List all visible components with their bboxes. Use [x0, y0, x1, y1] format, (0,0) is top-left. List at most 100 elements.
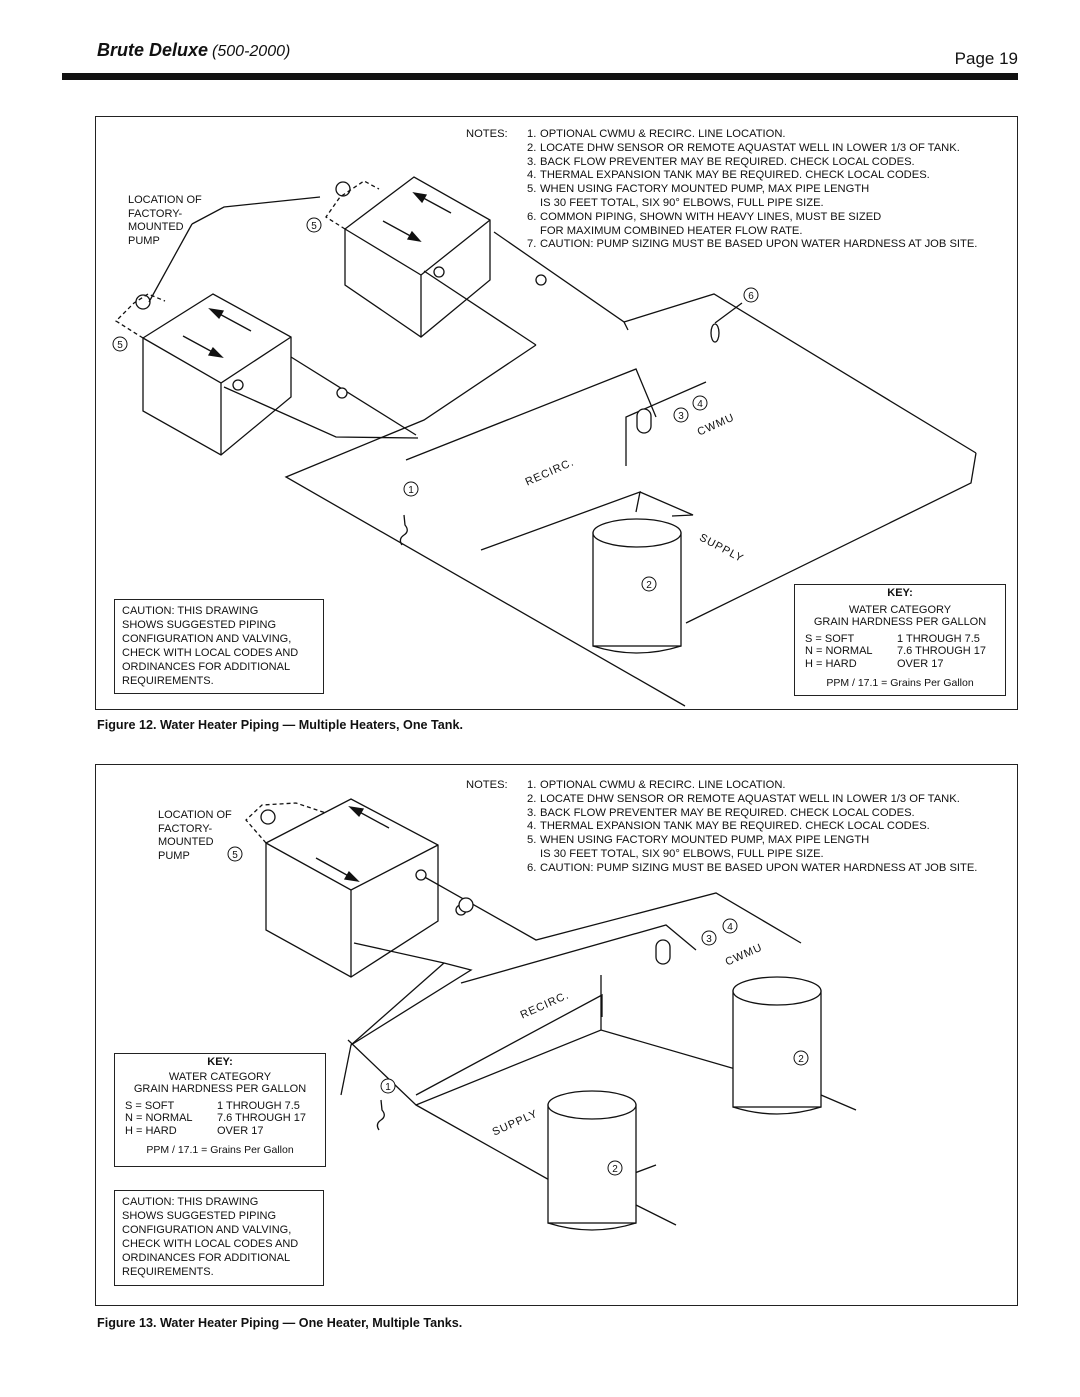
callout-2b: 2: [798, 1054, 804, 1065]
note-number: 4.: [527, 169, 537, 182]
callout-1: 1: [408, 485, 414, 496]
note-text: BACK FLOW PREVENTER MAY BE REQUIRED. CHE…: [540, 806, 915, 819]
note-number: 7.: [527, 238, 537, 251]
page-number: Page 19: [954, 49, 1018, 68]
note-lead: [466, 169, 527, 183]
note-text: WHEN USING FACTORY MOUNTED PUMP, MAX PIP…: [540, 834, 870, 847]
note-row: IS 30 FEET TOTAL, SIX 90° ELBOWS, FULL P…: [466, 197, 977, 211]
note-text: LOCATE DHW SENSOR OR REMOTE AQUASTAT WEL…: [540, 141, 960, 154]
caution-line: ORDINANCES FOR ADDITIONAL: [122, 1252, 291, 1264]
note-number: 3.: [527, 806, 537, 819]
key-category: WATER CATEGORY: [168, 1070, 272, 1083]
note-text: IS 30 FEET TOTAL, SIX 90° ELBOWS, FULL P…: [540, 196, 824, 209]
note-text: BACK FLOW PREVENTER MAY BE REQUIRED. CHE…: [540, 155, 915, 168]
note-number: 5.: [527, 834, 537, 847]
caution-line: CHECK WITH LOCAL CODES AND: [122, 647, 299, 659]
note-text: FOR MAXIMUM COMBINED HEATER FLOW RATE.: [540, 224, 803, 237]
caution-line: CAUTION: THIS DRAWING: [122, 605, 259, 617]
note-text: OPTIONAL CWMU & RECIRC. LINE LOCATION.: [540, 779, 786, 791]
note-number: 2.: [527, 141, 537, 154]
callout-5: 5: [232, 850, 238, 861]
note-row: 7.CAUTION: PUMP SIZING MUST BE BASED UPO…: [466, 238, 977, 252]
callout-5b: 5: [117, 340, 123, 351]
water-key-box: KEY: WATER CATEGORY GRAIN HARDNESS PER G…: [794, 584, 1006, 696]
note-lead: [466, 211, 527, 225]
note-lead: [466, 142, 527, 156]
key-range: 1 THROUGH 7.5: [217, 1099, 300, 1112]
water-key-box: KEY: WATER CATEGORY GRAIN HARDNESS PER G…: [114, 1053, 326, 1167]
note-lead: [466, 820, 527, 834]
note-text: IS 30 FEET TOTAL, SIX 90° ELBOWS, FULL P…: [540, 847, 824, 860]
key-range: 7.6 THROUGH 17: [217, 1112, 307, 1125]
note-row: 4.THERMAL EXPANSION TANK MAY BE REQUIRED…: [466, 820, 977, 834]
header-rule: [62, 73, 1018, 80]
note-row: 3.BACK FLOW PREVENTER MAY BE REQUIRED. C…: [466, 156, 977, 170]
callout-5a: 5: [311, 221, 317, 232]
note-number: [527, 197, 540, 211]
key-title: KEY:: [887, 587, 913, 599]
figure-12-notes: NOTES:1.OPTIONAL CWMU & RECIRC. LINE LOC…: [466, 128, 977, 252]
key-subtitle: GRAIN HARDNESS PER GALLON: [813, 616, 987, 629]
callout-4: 4: [697, 399, 703, 410]
key-range: 1 THROUGH 7.5: [897, 632, 980, 645]
note-number: 4.: [527, 820, 537, 833]
note-number: 6.: [527, 861, 537, 874]
note-row: 6.CAUTION: PUMP SIZING MUST BE BASED UPO…: [466, 862, 977, 876]
note-text: OPTIONAL CWMU & RECIRC. LINE LOCATION.: [540, 128, 786, 140]
note-lead: [466, 225, 527, 239]
note-text: LOCATE DHW SENSOR OR REMOTE AQUASTAT WEL…: [540, 792, 960, 805]
note-number: 3.: [527, 155, 537, 168]
caution-line: REQUIREMENTS.: [122, 675, 214, 687]
pump-location-label: LOCATION OF FACTORY- MOUNTED PUMP: [128, 194, 202, 247]
model-range: (500-2000): [212, 43, 291, 60]
caution-line: ORDINANCES FOR ADDITIONAL: [122, 661, 291, 673]
note-row: 6.COMMON PIPING, SHOWN WITH HEAVY LINES,…: [466, 211, 977, 225]
key-ppm: PPM / 17.1 = Grains Per Gallon: [146, 1143, 294, 1156]
figure-13-notes: NOTES: 1.OPTIONAL CWMU & RECIRC. LINE LOC…: [466, 779, 977, 876]
note-number: 1.: [527, 128, 537, 140]
caution-line: CHECK WITH LOCAL CODES AND: [122, 1238, 299, 1250]
pump-location-label: LOCATION OF FACTORY- MOUNTED PUMP: [158, 809, 232, 862]
note-row: IS 30 FEET TOTAL, SIX 90° ELBOWS, FULL P…: [466, 848, 977, 862]
note-lead: NOTES:: [466, 779, 508, 791]
callout-1: 1: [385, 1082, 391, 1093]
figure-13-caption: Figure 13. Water Heater Piping — One Hea…: [97, 1316, 463, 1330]
note-lead: [466, 156, 527, 170]
note-text: THERMAL EXPANSION TANK MAY BE REQUIRED. …: [540, 820, 930, 833]
callout-4: 4: [727, 922, 733, 933]
brand-name: Brute Deluxe: [97, 40, 209, 60]
note-lead: [466, 862, 527, 876]
note-lead: [466, 807, 527, 821]
caution-box: CAUTION: THIS DRAWING SHOWS SUGGESTED PI…: [114, 1190, 324, 1286]
key-subtitle: GRAIN HARDNESS PER GALLON: [133, 1083, 307, 1096]
callout-2a: 2: [612, 1164, 618, 1175]
callout-2: 2: [646, 580, 652, 591]
note-row: 4.THERMAL EXPANSION TANK MAY BE REQUIRED…: [466, 169, 977, 183]
note-number: 6.: [527, 210, 537, 223]
note-row: 3.BACK FLOW PREVENTER MAY BE REQUIRED. C…: [466, 807, 977, 821]
note-lead: [466, 848, 527, 862]
note-number: 1.: [527, 779, 537, 791]
key-code: N = NORMAL: [125, 1112, 193, 1125]
note-text: COMMON PIPING, SHOWN WITH HEAVY LINES, M…: [540, 210, 882, 223]
key-category: WATER CATEGORY: [848, 603, 952, 616]
note-number: 2.: [527, 792, 537, 805]
key-code: H = HARD: [125, 1124, 177, 1137]
note-text: WHEN USING FACTORY MOUNTED PUMP, MAX PIP…: [540, 183, 870, 196]
caution-line: SHOWS SUGGESTED PIPING: [122, 619, 277, 631]
note-row: 5.WHEN USING FACTORY MOUNTED PUMP, MAX P…: [466, 183, 977, 197]
figure-12-piping-drawing: 5 5 6 1 3 4 2: [112, 176, 977, 707]
caution-line: CONFIGURATION AND VALVING,: [122, 1224, 292, 1236]
callout-3: 3: [706, 934, 712, 945]
caution-line: CAUTION: THIS DRAWING: [122, 1196, 259, 1208]
note-number: [527, 848, 540, 862]
note-row: 2.LOCATE DHW SENSOR OR REMOTE AQUASTAT W…: [466, 142, 977, 156]
key-code: N = NORMAL: [805, 645, 873, 658]
caution-line: REQUIREMENTS.: [122, 1266, 214, 1278]
note-lead: [466, 238, 527, 252]
note-lead: [466, 834, 527, 848]
